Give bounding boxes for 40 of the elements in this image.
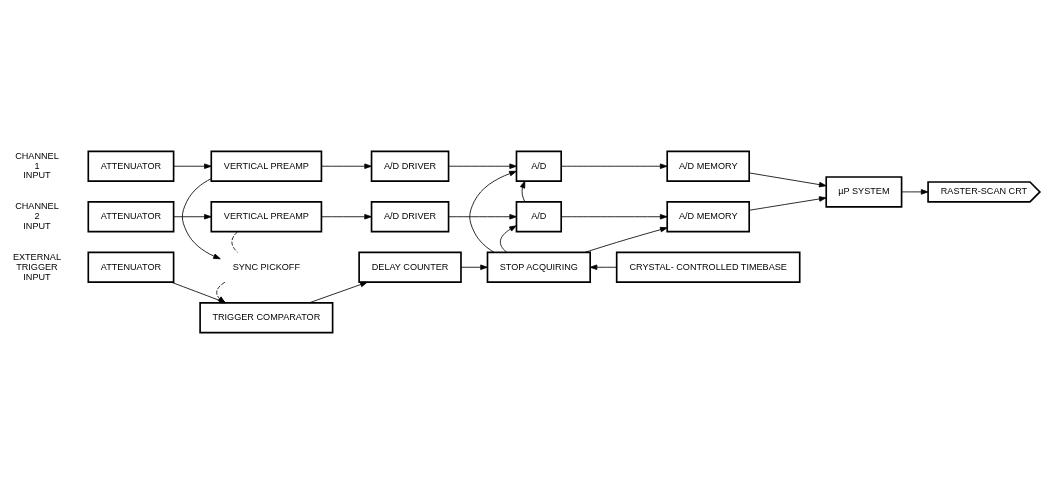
arrow — [749, 195, 827, 211]
arrow — [460, 264, 488, 270]
node-box: DELAY COUNTER — [358, 251, 462, 283]
node-label: CHANNEL 1 INPUT — [15, 150, 59, 180]
node-box: A/D MEMORY — [666, 150, 751, 182]
node-text: SYNC PICKOFF — [232, 261, 301, 272]
arrow — [181, 177, 221, 259]
arrow — [321, 163, 372, 169]
arrow — [519, 180, 526, 202]
arrow — [589, 264, 617, 270]
arrow — [901, 188, 929, 195]
node-box: A/D DRIVER — [370, 200, 450, 232]
node-box: VERTICAL PREAMP — [210, 150, 323, 182]
arrow — [173, 163, 212, 169]
arrow — [499, 224, 517, 253]
node-box: ATTENUATOR — [87, 200, 175, 232]
arrow — [469, 170, 517, 253]
node-box: ATTENUATOR — [87, 150, 175, 182]
node-label: EXTERNAL TRIGGER INPUT — [12, 251, 61, 282]
arrow — [749, 172, 827, 187]
node-box: CRYSTAL- CONTROLLED TIMEBASE — [615, 251, 801, 283]
arrow — [560, 213, 668, 219]
arrow — [448, 213, 517, 219]
node-box: µP SYSTEM — [825, 175, 903, 208]
node-box: A/D DRIVER — [370, 150, 450, 182]
node-box: A/D MEMORY — [666, 200, 751, 232]
node-label: CHANNEL 2 INPUT — [15, 200, 59, 231]
arrow — [321, 213, 372, 219]
node-box: ATTENUATOR — [87, 251, 175, 283]
connector — [231, 230, 238, 253]
arrow — [448, 163, 517, 169]
arrow — [173, 213, 212, 219]
node-box: A/D — [515, 200, 563, 232]
node-box: TRIGGER COMPARATOR — [199, 301, 334, 333]
node-box: VERTICAL PREAMP — [210, 200, 323, 232]
arrow — [560, 163, 668, 169]
node-box: A/D — [515, 150, 563, 182]
node-box: STOP ACQUIRING — [486, 251, 592, 283]
arrow — [584, 226, 668, 253]
arrow — [309, 281, 368, 303]
